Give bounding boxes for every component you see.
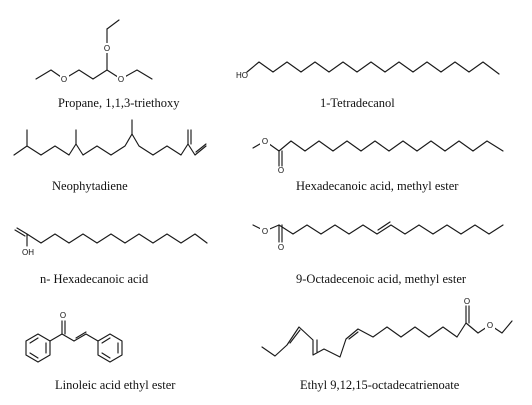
caption-propane-triethoxy: Propane, 1,1,3-triethoxy <box>58 96 180 110</box>
structure-octadecenoic-methyl-ester: O O <box>252 221 504 252</box>
hydroxyl-label: OH <box>22 248 34 257</box>
hydroxyl-label: HO <box>236 71 248 80</box>
oxygen-label: O <box>104 44 110 53</box>
caption-octadecatrienoate: Ethyl 9,12,15-octadecatrienoate <box>300 378 460 392</box>
oxygen-label: O <box>61 75 67 84</box>
structure-hexadecanoic-acid: OH <box>14 227 208 257</box>
structure-octadecatrienoate: O O <box>261 297 513 358</box>
caption-neophytadiene: Neophytadiene <box>52 179 128 193</box>
caption-hexadecanoic-acid: n- Hexadecanoic acid <box>40 272 149 286</box>
caption-hexadecanoic-methyl-ester: Hexadecanoic acid, methyl ester <box>296 179 459 193</box>
oxygen-label: O <box>118 75 124 84</box>
carbonyl-oxygen-label: O <box>278 243 284 252</box>
structure-linoleic-ethyl-ester: O <box>25 311 123 363</box>
oxygen-label: O <box>487 321 493 330</box>
carbonyl-oxygen-label: O <box>278 166 284 175</box>
structure-propane-triethoxy: O O O <box>35 19 153 84</box>
carbonyl-oxygen-label: O <box>60 311 66 320</box>
structure-neophytadiene <box>13 119 207 156</box>
caption-linoleic-ethyl-ester: Linoleic acid ethyl ester <box>55 378 176 392</box>
structure-hexadecanoic-methyl-ester: O O <box>252 136 504 175</box>
oxygen-label: O <box>262 227 268 236</box>
caption-tetradecanol: 1-Tetradecanol <box>320 96 395 110</box>
structure-tetradecanol: HO <box>236 61 500 80</box>
carbonyl-oxygen-label: O <box>464 297 470 306</box>
oxygen-label: O <box>262 137 268 146</box>
caption-octadecenoic-methyl-ester: 9-Octadecenoic acid, methyl ester <box>296 272 467 286</box>
